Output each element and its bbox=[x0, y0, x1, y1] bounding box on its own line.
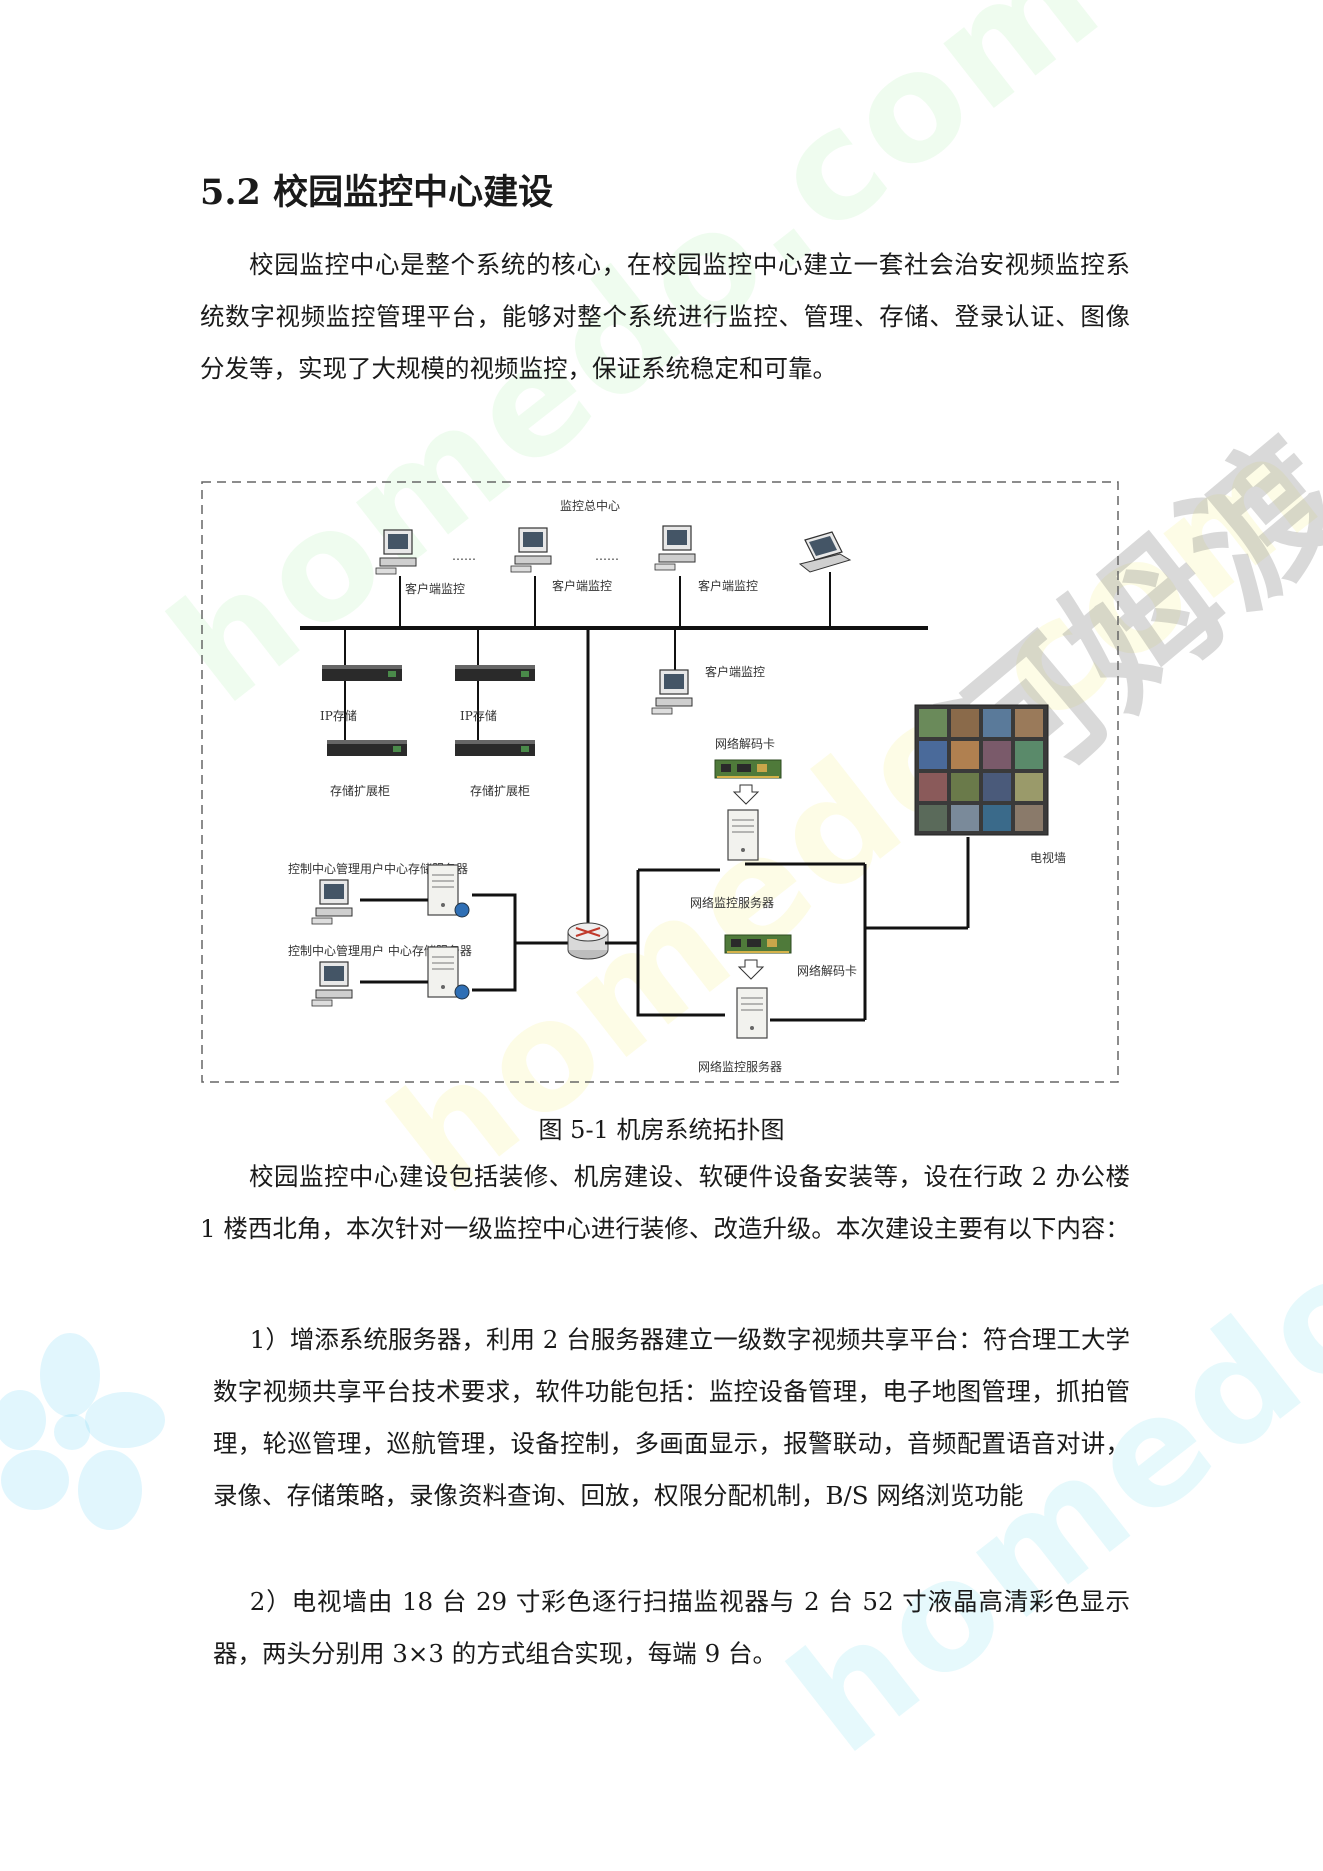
diagram-label-client-4: 客户端监控 bbox=[705, 664, 765, 679]
client-pc-icon bbox=[510, 527, 552, 573]
diagram-label-dots-2: …… bbox=[595, 549, 619, 563]
topology-diagram: 监控总中心 客户端监控 …… 客户端监控 …… 客户端监控 IP存储 存储扩展柜… bbox=[201, 481, 1119, 1083]
diagram-label-client-1: 客户端监控 bbox=[405, 581, 465, 596]
list-item-1: 1）增添系统服务器，利用 2 台服务器建立一级数字视频共享平台：符合理工大学数字… bbox=[213, 1325, 1130, 1510]
globe-icon bbox=[454, 984, 470, 1000]
laptop-icon bbox=[798, 531, 852, 573]
ip-storage-icon bbox=[455, 665, 535, 681]
storage-expansion-icon bbox=[455, 740, 535, 756]
diagram-label-decoder-2: 网络解码卡 bbox=[797, 963, 857, 978]
diagram-label-client-2: 客户端监控 bbox=[552, 578, 612, 593]
diagram-label-expansion-2: 存储扩展柜 bbox=[470, 783, 530, 798]
router-icon bbox=[567, 922, 609, 960]
diagram-label-ip-storage-1: IP存储 bbox=[320, 708, 357, 723]
tv-wall-icon bbox=[914, 704, 1049, 836]
diagram-label-ctrl-1: 控制中心管理用户中心存储服务器 bbox=[288, 861, 468, 876]
storage-server-icon bbox=[427, 864, 459, 916]
diagram-label-ip-storage-2: IP存储 bbox=[460, 708, 497, 723]
decoder-card-icon bbox=[724, 934, 792, 954]
diagram-label-client-3: 客户端监控 bbox=[698, 578, 758, 593]
diagram-label-center: 监控总中心 bbox=[560, 498, 620, 513]
down-arrow-icon bbox=[732, 784, 760, 805]
ip-storage-icon bbox=[322, 665, 402, 681]
monitor-server-icon bbox=[727, 809, 759, 861]
client-pc-icon bbox=[375, 529, 417, 575]
monitor-server-icon bbox=[736, 987, 768, 1039]
client-pc-icon bbox=[654, 525, 696, 571]
control-user-pc-icon bbox=[311, 961, 353, 1007]
diagram-label-server-1: 网络监控服务器 bbox=[690, 895, 774, 910]
dashed-boundary bbox=[201, 481, 1119, 1083]
storage-server-icon bbox=[427, 946, 459, 998]
control-user-pc-icon bbox=[311, 879, 353, 925]
diagram-label-decoder-1: 网络解码卡 bbox=[715, 736, 775, 751]
client-pc-icon bbox=[651, 669, 693, 715]
list-item-2: 2）电视墙由 18 台 29 寸彩色逐行扫描监视器与 2 台 52 寸液晶高清彩… bbox=[213, 1587, 1130, 1668]
down-arrow-icon bbox=[737, 959, 765, 980]
diagram-label-expansion-1: 存储扩展柜 bbox=[330, 783, 390, 798]
figure-caption: 图 5-1 机房系统拓扑图 bbox=[538, 1116, 785, 1144]
diagram-label-tv-wall: 电视墙 bbox=[1030, 850, 1066, 865]
decoder-card-icon bbox=[714, 759, 782, 779]
watermark-flower-logo bbox=[0, 1333, 165, 1530]
section-heading: 5.2 校园监控中心建设 bbox=[200, 172, 554, 213]
construction-paragraph: 校园监控中心建设包括装修、机房建设、软硬件设备安装等，设在行政 2 办公楼 1 … bbox=[200, 1162, 1130, 1243]
diagram-label-ctrl-2: 控制中心管理用户 中心存储服务器 bbox=[288, 943, 472, 958]
globe-icon bbox=[454, 902, 470, 918]
diagram-label-dots-1: …… bbox=[452, 549, 476, 563]
storage-expansion-icon bbox=[327, 740, 407, 756]
diagram-label-server-2: 网络监控服务器 bbox=[698, 1059, 782, 1074]
intro-paragraph: 校园监控中心是整个系统的核心，在校园监控中心建立一套社会治安视频监控系统数字视频… bbox=[200, 250, 1130, 383]
